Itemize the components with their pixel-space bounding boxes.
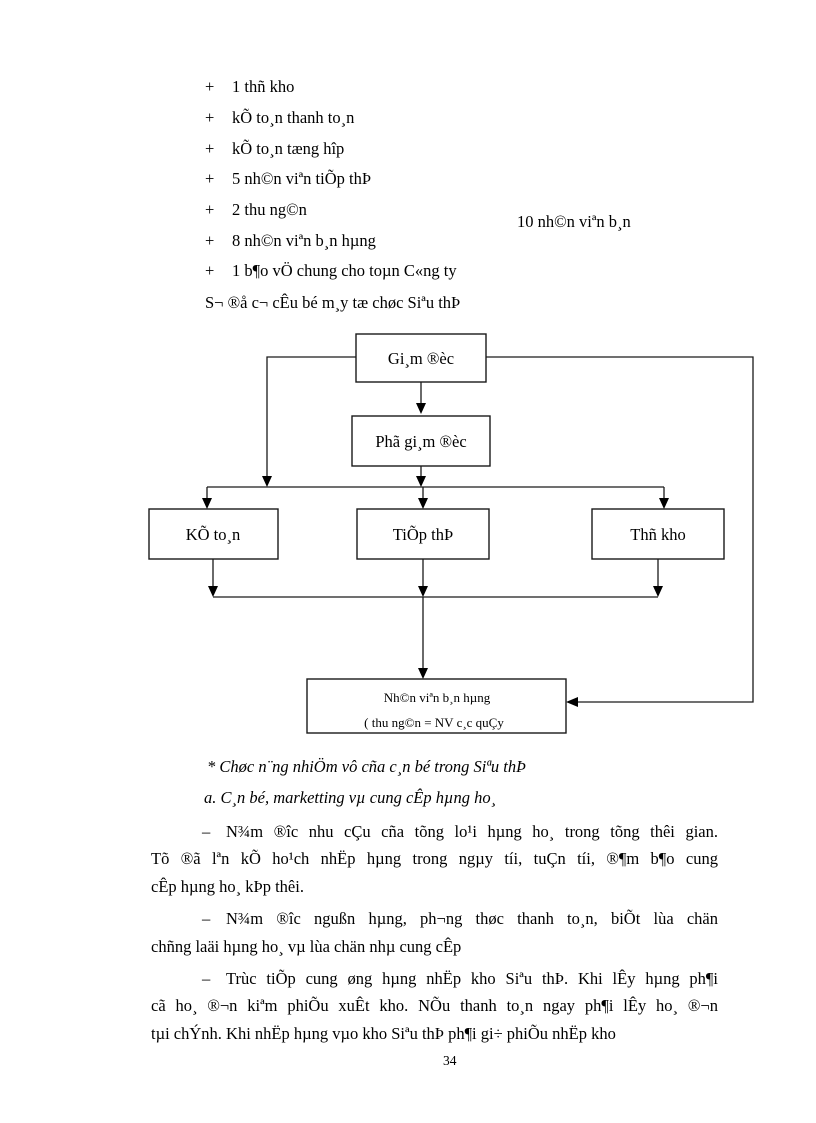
list-item-text: 2 thu ng©n	[232, 200, 307, 220]
list-item: + 1 thñ kho	[205, 72, 457, 103]
dash-marker: –	[202, 909, 211, 929]
box-deputy-director	[351, 415, 491, 467]
section-subheading: a. C¸n bé, marketting vµ cung cÊp hµng h…	[204, 788, 497, 807]
box-warehouse-label: Thñ kho	[630, 525, 685, 544]
page-number: 34	[443, 1053, 457, 1068]
list-item-text: 1 thñ kho	[232, 77, 295, 97]
connector-lines	[202, 356, 754, 707]
paragraph: –Trùc tiÕp cung øng hµng nhËp kho Siªu t…	[151, 965, 718, 1047]
plus-marker: +	[205, 169, 215, 189]
list-item-text: 8 nh©n viªn b¸n hµng	[232, 230, 376, 250]
paragraph: –N¾m ®îc nhu cÇu cña tõng lo¹i hµng ho¸ …	[151, 818, 718, 900]
list-item-text: 1 b¶o vÖ chung cho toµn C«ng ty	[232, 261, 457, 281]
list-item: + 8 nh©n viªn b¸n hµng	[205, 225, 457, 256]
plus-marker: +	[205, 261, 215, 281]
list-item-text: kÕ to¸n tæng hîp	[232, 138, 345, 158]
paragraph-line: –N¾m ®îc ngußn hµng, ph¬ng thøc thanh to…	[151, 905, 718, 932]
list-item: + 5 nh©n viªn tiÕp thÞ	[205, 164, 457, 195]
side-note-total-sales-staff: 10 nh©n viªn b¸n	[517, 212, 631, 231]
dash-marker: –	[202, 822, 211, 841]
plus-marker: +	[205, 138, 215, 158]
staff-list: + 1 thñ kho + kÕ to¸n thanh to¸n + kÕ to…	[205, 72, 457, 287]
box-warehouse	[591, 508, 725, 560]
box-sales-staff-label-line2: ( thu ng©n = NV c¸c quÇy	[364, 715, 504, 730]
list-item-text: 5 nh©n viªn tiÕp thÞ	[232, 169, 372, 189]
box-deputy-director-label: Phã gi¸m ®èc	[375, 432, 466, 451]
list-item: + kÕ to¸n thanh to¸n	[205, 103, 457, 134]
plus-marker: +	[205, 108, 215, 128]
paragraph-line: tµi chÝnh. Khi nhËp hµng vµo kho Siªu th…	[151, 1023, 616, 1043]
box-director	[355, 333, 487, 383]
list-item-text: kÕ to¸n thanh to¸n	[232, 108, 355, 128]
box-sales-staff-label-line1: Nh©n viªn b¸n hµng	[384, 690, 491, 705]
box-director-label: Gi¸m ®èc	[388, 349, 454, 368]
paragraph-line: Tõ ®ã lªn kÕ ho¹ch nhËp hµng trong ngµy …	[151, 849, 718, 869]
plus-marker: +	[205, 200, 215, 220]
box-accounting	[148, 508, 279, 560]
paragraph-line: –Trùc tiÕp cung øng hµng nhËp kho Siªu t…	[151, 965, 718, 992]
dash-marker: –	[202, 969, 211, 989]
body-text: –N¾m ®îc nhu cÇu cña tõng lo¹i hµng ho¸ …	[151, 818, 718, 1047]
box-sales-staff	[306, 678, 567, 734]
plus-marker: +	[205, 77, 215, 97]
paragraph-line: cã ho¸ ®¬n kiªm phiÕu xuÊt kho. NÕu than…	[151, 996, 718, 1016]
paragraph-line-text: N¾m ®îc ngußn hµng, ph¬ng thøc thanh to¸…	[226, 909, 718, 929]
list-item: + kÕ to¸n tæng hîp	[205, 133, 457, 164]
section-heading: * Chøc n¨ng nhiÖm vô cña c¸n bé trong Si…	[207, 757, 527, 776]
list-item: + 2 thu ng©n	[205, 195, 457, 226]
paragraph-line-text: N¾m ®îc nhu cÇu cña tõng lo¹i hµng ho¸ t…	[226, 822, 718, 841]
box-marketing-label: TiÕp thÞ	[393, 525, 453, 544]
box-marketing	[356, 508, 490, 560]
paragraph-line: cÊp hµng ho¸ kÞp thêi.	[151, 876, 304, 896]
paragraph-line: –N¾m ®îc nhu cÇu cña tõng lo¹i hµng ho¸ …	[151, 818, 718, 845]
plus-marker: +	[205, 230, 215, 250]
box-accounting-label: KÕ to¸n	[186, 525, 241, 544]
org-chart-caption: S¬ ®å c¬ cÊu bé m¸y tæ chøc Siªu thÞ	[205, 293, 461, 312]
paragraph-line: chñng laäi hµng ho¸ vµ lùa chän nhµ cung…	[151, 936, 462, 956]
paragraph-line-text: Trùc tiÕp cung øng hµng nhËp kho Siªu th…	[226, 969, 718, 989]
paragraph: –N¾m ®îc ngußn hµng, ph¬ng thøc thanh to…	[151, 905, 718, 960]
list-item: + 1 b¶o vÖ chung cho toµn C«ng ty	[205, 256, 457, 287]
